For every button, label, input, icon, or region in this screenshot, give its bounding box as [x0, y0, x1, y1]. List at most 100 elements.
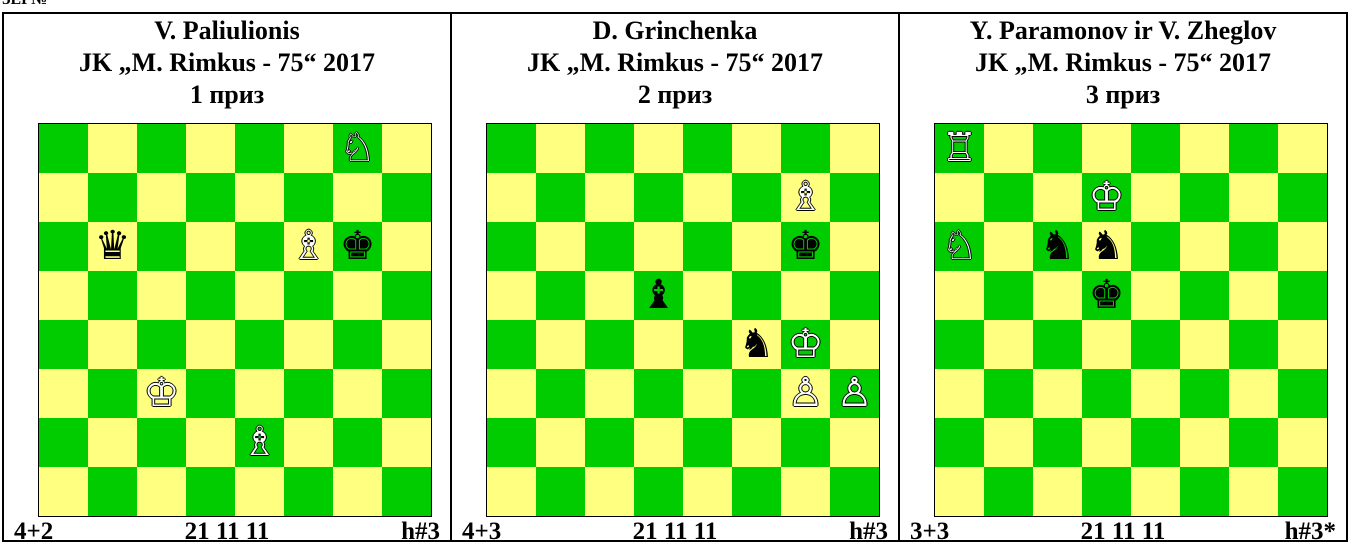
- square-d3: [634, 369, 683, 418]
- square-a6: ♘: [935, 222, 984, 271]
- problem-cell-1: V. Paliulionis JK „M. Rimkus - 75“ 2017 …: [3, 13, 451, 541]
- square-a2: [39, 418, 88, 467]
- square-c8: [585, 124, 634, 173]
- square-h6: [830, 222, 879, 271]
- square-f8: [284, 124, 333, 173]
- square-b3: [984, 369, 1033, 418]
- square-e8: [683, 124, 732, 173]
- square-c3: ♔: [137, 369, 186, 418]
- square-d6: ♞: [1082, 222, 1131, 271]
- square-a4: [935, 320, 984, 369]
- square-g8: ♘: [333, 124, 382, 173]
- problem-author: D. Grinchenka: [452, 15, 898, 47]
- square-h2: [382, 418, 431, 467]
- square-g8: [781, 124, 830, 173]
- square-f1: [732, 467, 781, 516]
- square-c4: [137, 320, 186, 369]
- square-f5: [284, 271, 333, 320]
- square-c5: [137, 271, 186, 320]
- square-g3: ♙: [781, 369, 830, 418]
- square-e5: [1131, 271, 1180, 320]
- square-d5: ♚: [1082, 271, 1131, 320]
- square-h3: [1278, 369, 1327, 418]
- square-g7: [333, 173, 382, 222]
- square-d7: [186, 173, 235, 222]
- square-b5: [536, 271, 585, 320]
- square-a8: [39, 124, 88, 173]
- square-b1: [536, 467, 585, 516]
- white-king-icon: ♔: [144, 369, 180, 418]
- black-king-icon: ♚: [1089, 271, 1125, 320]
- square-a5: [935, 271, 984, 320]
- square-h4: [1278, 320, 1327, 369]
- problem-tourney: JK „M. Rimkus - 75“ 2017: [452, 47, 898, 79]
- square-g7: [1229, 173, 1278, 222]
- square-d4: [1082, 320, 1131, 369]
- square-e5: [235, 271, 284, 320]
- square-d2: [1082, 418, 1131, 467]
- square-c2: [137, 418, 186, 467]
- square-a7: [487, 173, 536, 222]
- square-h2: [1278, 418, 1327, 467]
- square-b6: [536, 222, 585, 271]
- square-b7: [536, 173, 585, 222]
- square-e6: [683, 222, 732, 271]
- square-c1: [1033, 467, 1082, 516]
- square-e2: ♗: [235, 418, 284, 467]
- square-e3: [235, 369, 284, 418]
- square-e1: [235, 467, 284, 516]
- square-c5: [585, 271, 634, 320]
- square-e3: [683, 369, 732, 418]
- square-g5: [333, 271, 382, 320]
- square-a1: [935, 467, 984, 516]
- square-h2: [830, 418, 879, 467]
- square-e7: [1131, 173, 1180, 222]
- square-f3: [732, 369, 781, 418]
- square-b1: [984, 467, 1033, 516]
- square-e1: [1131, 467, 1180, 516]
- square-h1: [830, 467, 879, 516]
- square-g8: [1229, 124, 1278, 173]
- square-h1: [1278, 467, 1327, 516]
- square-h6: [382, 222, 431, 271]
- square-c4: [1033, 320, 1082, 369]
- square-e8: [235, 124, 284, 173]
- square-h5: [382, 271, 431, 320]
- problem-footer: 4+3 21 11 11 h#3: [452, 518, 898, 548]
- square-d5: ♝: [634, 271, 683, 320]
- square-d1: [186, 467, 235, 516]
- white-king-icon: ♔: [788, 320, 824, 369]
- square-g5: [781, 271, 830, 320]
- square-f4: ♞: [732, 320, 781, 369]
- square-g1: [1229, 467, 1278, 516]
- black-knight-icon: ♞: [1089, 222, 1125, 271]
- square-c4: [585, 320, 634, 369]
- black-knight-icon: ♞: [739, 320, 775, 369]
- problem-cell-3: Y. Paramonov ir V. Zheglov JK „M. Rimkus…: [899, 13, 1347, 541]
- square-d8: [634, 124, 683, 173]
- white-knight-icon: ♘: [340, 124, 376, 173]
- white-pawn-icon: ♙: [788, 369, 824, 418]
- square-e7: [235, 173, 284, 222]
- square-f2: [732, 418, 781, 467]
- square-e3: [1131, 369, 1180, 418]
- square-e6: [235, 222, 284, 271]
- square-b5: [88, 271, 137, 320]
- square-a5: [487, 271, 536, 320]
- square-g2: [1229, 418, 1278, 467]
- square-a3: [39, 369, 88, 418]
- square-a4: [39, 320, 88, 369]
- square-a1: [39, 467, 88, 516]
- square-a5: [39, 271, 88, 320]
- square-f1: [284, 467, 333, 516]
- square-f5: [1180, 271, 1229, 320]
- square-a1: [487, 467, 536, 516]
- square-c2: [585, 418, 634, 467]
- square-e1: [683, 467, 732, 516]
- square-d4: [186, 320, 235, 369]
- square-c8: [1033, 124, 1082, 173]
- white-bishop-icon: ♗: [291, 222, 327, 271]
- black-bishop-icon: ♝: [641, 271, 677, 320]
- problem-tourney: JK „M. Rimkus - 75“ 2017: [900, 47, 1346, 79]
- square-h4: [830, 320, 879, 369]
